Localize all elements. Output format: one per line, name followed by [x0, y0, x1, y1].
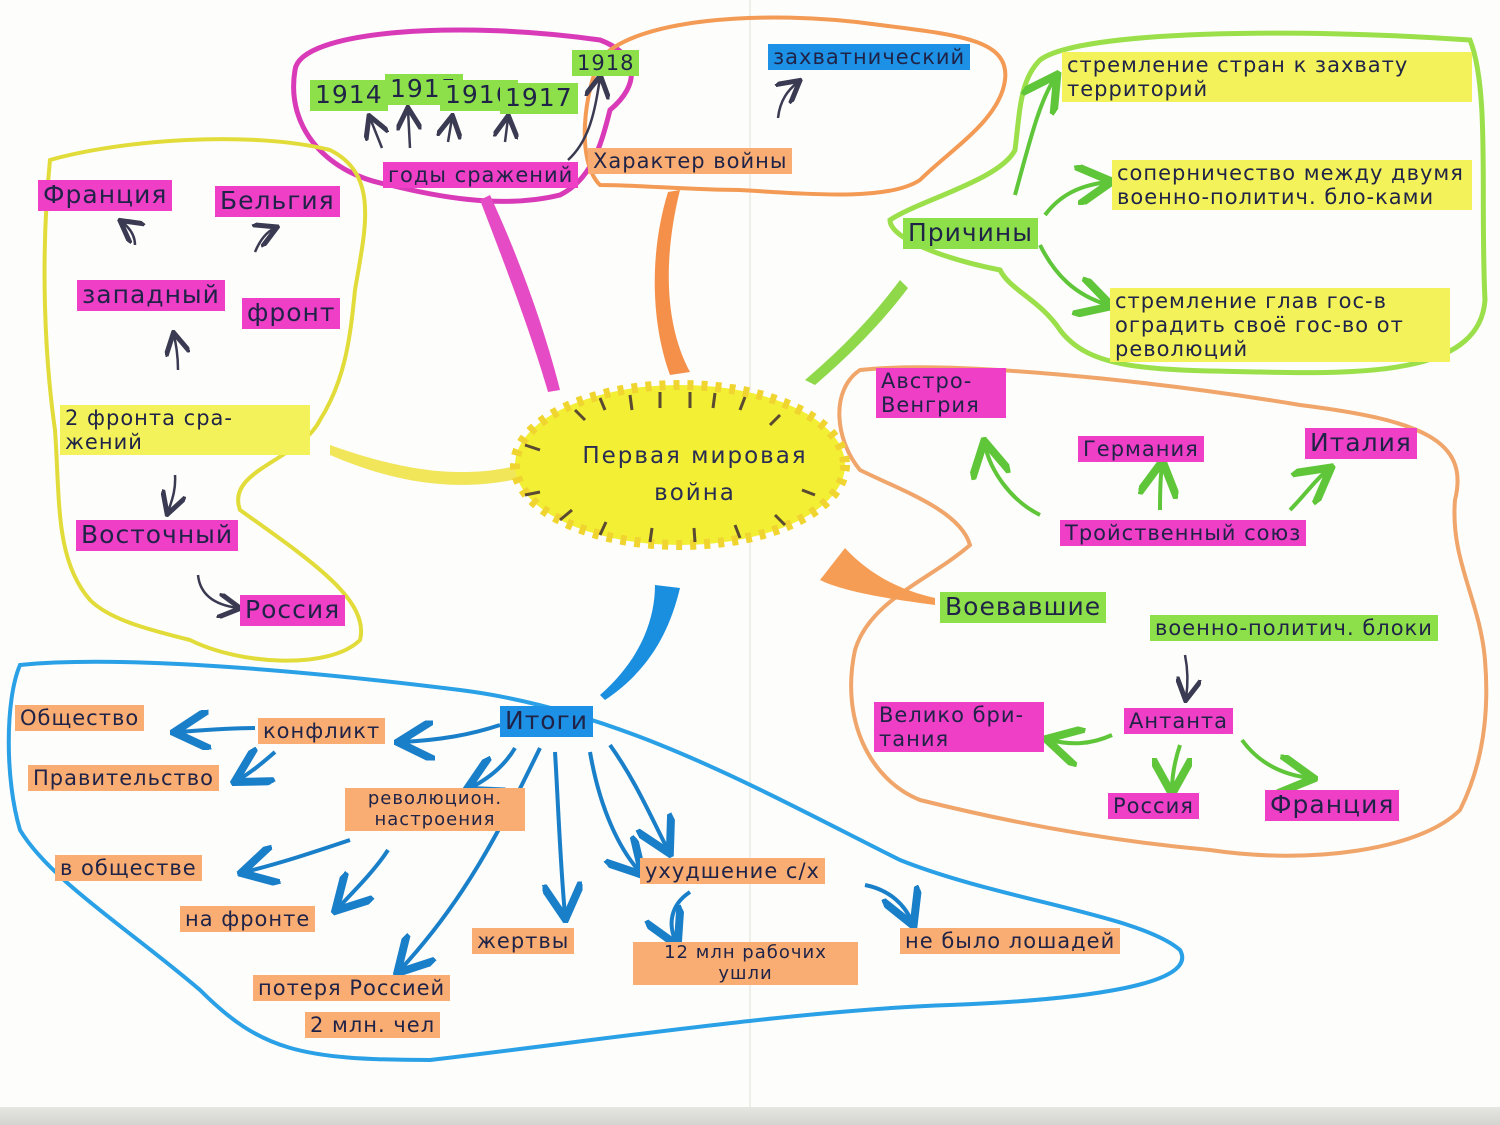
western-front-label: фронт — [242, 298, 341, 329]
cause-territory: стремление стран к захвату территорий — [1062, 52, 1472, 103]
center-title: Первая мировая война — [582, 443, 808, 506]
country-belgium: Бельгия — [215, 186, 340, 217]
result-government: Правительство — [28, 765, 219, 792]
western-label: западный — [77, 280, 225, 311]
result-victims: жертвы — [472, 928, 575, 955]
branch-years — [480, 195, 560, 392]
member-britain: Велико бри-тания — [874, 702, 1044, 753]
member-austria-hungary: Австро-Венгрия — [876, 368, 1006, 419]
character-value: захватнический — [768, 44, 971, 71]
result-at-front: на фронте — [180, 906, 316, 933]
sun-rays — [524, 392, 816, 543]
character-caption: Характер войны — [588, 148, 793, 175]
branch-results — [600, 585, 680, 700]
member-germany: Германия — [1078, 436, 1204, 463]
result-agriculture: ухудшение с/х — [640, 858, 825, 885]
result-workers: 12 млн рабочих ушли — [633, 942, 858, 986]
fronts-caption: 2 фронта сра-жений — [60, 405, 310, 456]
result-revolution-mood: революцион. настроения — [345, 788, 525, 832]
years-caption: годы сражений — [383, 162, 579, 189]
character-cloud — [582, 15, 1008, 197]
country-france-west: Франция — [38, 180, 173, 211]
result-loss-value: 2 млн. чел — [305, 1012, 441, 1039]
member-russia-entente: Россия — [1108, 793, 1199, 820]
cause-revolution: стремление глав гос-в оградить своё гос-… — [1110, 288, 1450, 363]
branch-character — [654, 190, 690, 375]
result-conflict: конфликт — [258, 718, 386, 745]
result-no-horses: не было лошадей — [900, 928, 1121, 955]
cause-rivalry: соперничество между двумя военно-политич… — [1112, 160, 1472, 211]
causes-cloud — [887, 30, 1488, 376]
result-loss-russia: потеря Россией — [253, 975, 451, 1002]
results-caption: Итоги — [500, 706, 593, 737]
result-in-society: в обществе — [55, 855, 202, 882]
center-sun — [510, 380, 850, 550]
branch-causes — [805, 280, 908, 385]
year-1917: 1917 — [500, 83, 578, 114]
entente-label: Антанта — [1124, 708, 1234, 735]
blocs-caption-left: Воевавшие — [940, 592, 1107, 623]
blocs-cloud — [837, 365, 1489, 858]
country-russia-east: Россия — [240, 595, 346, 626]
year-1914: 1914 — [310, 80, 388, 111]
member-france-entente: Франция — [1265, 790, 1400, 821]
branch-fronts — [330, 445, 522, 485]
blocs-caption-right: военно-политич. блоки — [1150, 615, 1438, 642]
branch-blocs — [820, 548, 935, 605]
result-society: Общество — [15, 705, 145, 732]
year-1918: 1918 — [572, 50, 640, 77]
eastern-label: Восточный — [76, 520, 239, 551]
member-italy: Италия — [1305, 428, 1417, 459]
fronts-cloud — [42, 137, 368, 663]
results-cloud — [6, 659, 1185, 1063]
triple-alliance-label: Тройственный союз — [1060, 520, 1307, 547]
causes-caption: Причины — [903, 218, 1039, 249]
